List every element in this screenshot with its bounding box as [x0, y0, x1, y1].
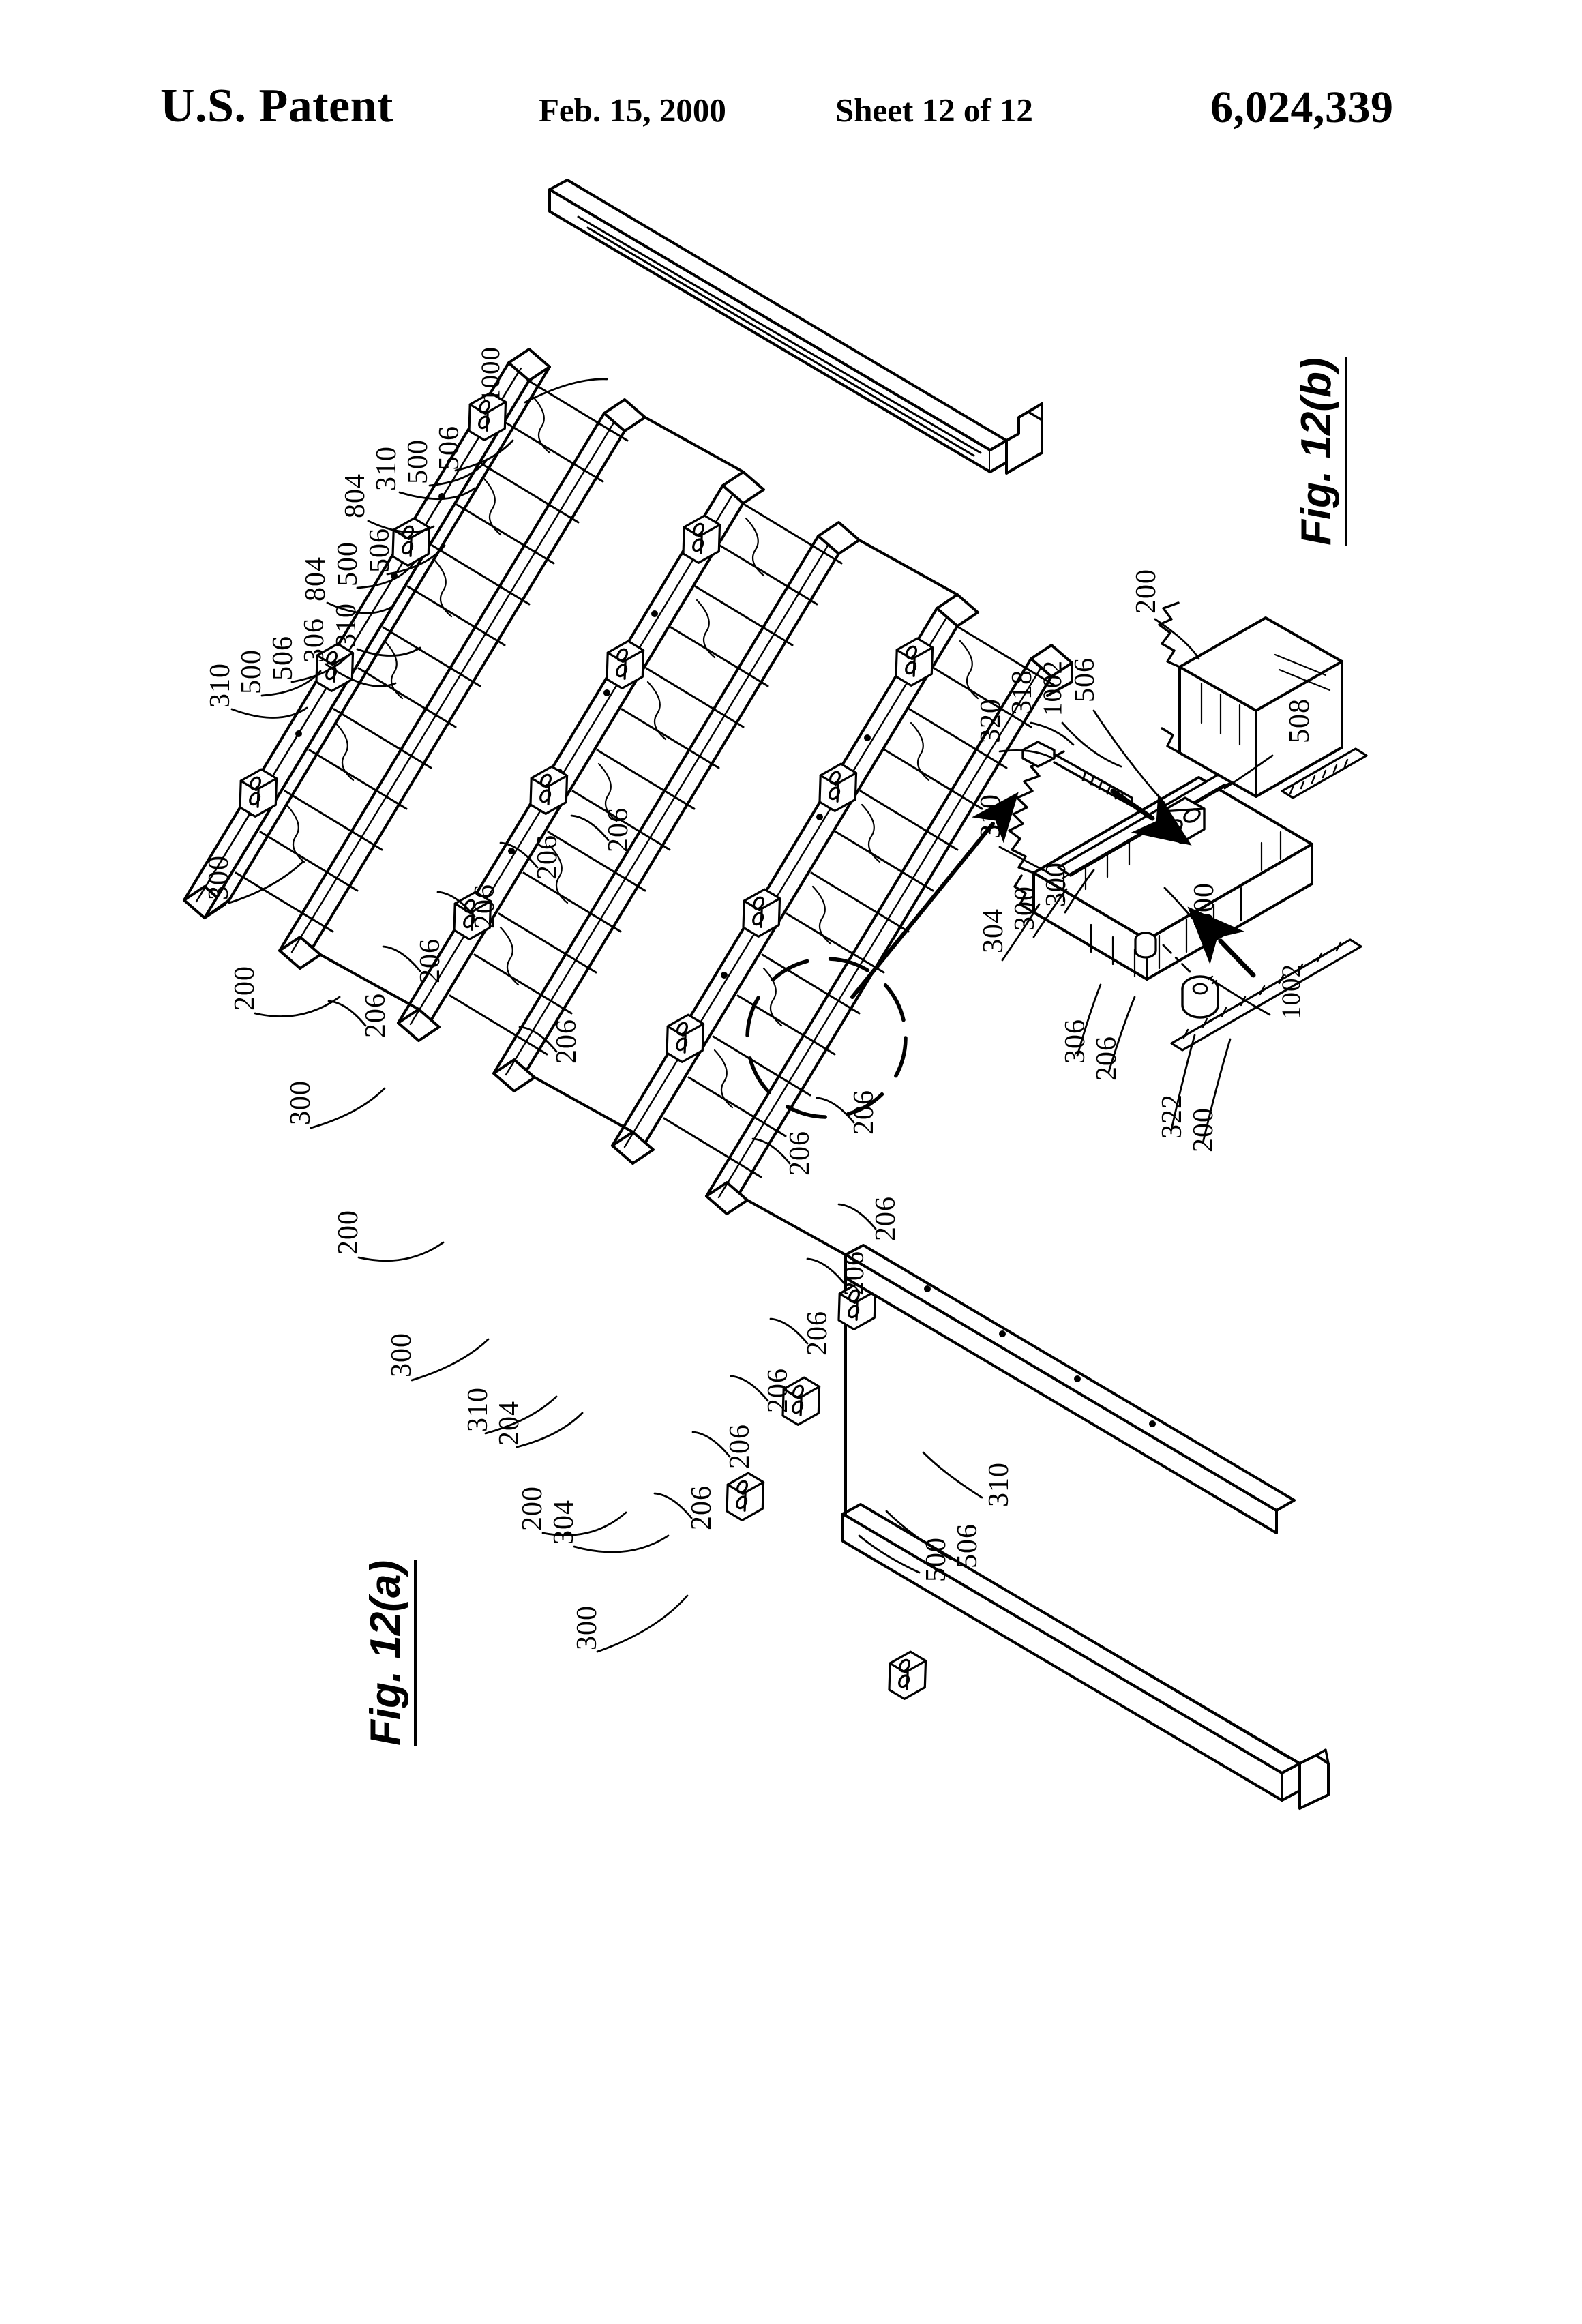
ref-numeral-fig-a-1000-0: 1000: [476, 346, 505, 402]
patent-office-title: U.S. Patent: [160, 80, 393, 132]
ref-numeral-fig-a-206-29: 206: [415, 938, 446, 983]
ref-numeral-fig-a-804-4: 804: [340, 473, 371, 518]
ref-numeral-fig-b-506-5: 506: [1069, 657, 1101, 702]
ref-numeral-fig-a-200-16: 200: [333, 1210, 364, 1255]
peg-icon: [1134, 932, 1157, 959]
ref-numeral-fig-a-206-39: 206: [686, 1485, 717, 1530]
ref-numeral-fig-a-310-3: 310: [371, 446, 402, 491]
ref-numeral-fig-b-300-8: 300: [1009, 886, 1041, 931]
ref-numeral-fig-a-206-37: 206: [762, 1368, 794, 1413]
ref-numeral-fig-a-310-12: 310: [205, 663, 236, 708]
ref-numeral-fig-a-206-31: 206: [551, 1019, 582, 1064]
ref-numeral-fig-a-300-15: 300: [285, 1080, 316, 1125]
ref-numeral-fig-a-506-5: 506: [364, 528, 395, 573]
ref-numeral-fig-a-204-19: 204: [494, 1401, 525, 1446]
ref-numeral-fig-a-206-30: 206: [360, 993, 391, 1038]
ref-numeral-fig-a-300-13: 300: [203, 855, 235, 900]
leader-lines-fig-a: [228, 378, 983, 1653]
patent-drawing-canvas: [0, 177, 1582, 2324]
ref-numeral-fig-a-300-17: 300: [386, 1332, 417, 1377]
figure-caption-12a-text: Fig. 12(a): [362, 1560, 409, 1746]
ref-numeral-fig-a-310-8: 310: [331, 603, 362, 648]
ref-numeral-fig-a-500-6: 500: [332, 541, 363, 586]
ref-numeral-fig-a-206-26: 206: [603, 807, 634, 852]
patent-number: 6,024,339: [1210, 83, 1394, 132]
ref-numeral-fig-a-310-25: 310: [983, 1462, 1015, 1507]
patent-drawing-svg: [183, 179, 1368, 1810]
ref-numeral-fig-b-508-1: 508: [1284, 698, 1315, 743]
ref-numeral-fig-a-206-32: 206: [848, 1090, 880, 1135]
ref-numeral-fig-a-206-33: 206: [784, 1131, 816, 1176]
slat-panel-3: [611, 593, 1073, 1215]
ref-numeral-fig-b-300-9: 300: [1041, 862, 1072, 907]
ref-numeral-fig-a-206-34: 206: [870, 1196, 901, 1241]
bolt-icon: [1021, 741, 1133, 807]
ref-numeral-fig-b-310-6: 310: [975, 794, 1006, 839]
ref-numeral-fig-a-310-18: 310: [462, 1387, 494, 1432]
ref-numeral-fig-a-500-2: 500: [402, 439, 434, 484]
detail-callout: [745, 792, 1019, 1119]
ref-numeral-fig-a-506-1: 506: [434, 426, 465, 471]
figure-caption-12a: Fig. 12(a): [361, 1560, 417, 1746]
patent-issue-date: Feb. 15, 2000: [539, 91, 726, 129]
ref-numeral-fig-a-200-14: 200: [229, 966, 260, 1011]
ref-numeral-fig-a-300-22: 300: [571, 1605, 603, 1650]
ref-numeral-fig-b-200-0: 200: [1131, 569, 1162, 614]
ref-numeral-fig-a-306-9: 306: [299, 618, 330, 663]
ref-numeral-fig-b-1002-4: 1002: [1038, 660, 1067, 716]
ref-numeral-fig-a-500-11: 500: [236, 649, 267, 694]
ref-numeral-fig-a-206-36: 206: [802, 1311, 833, 1356]
slat-panel-2: [397, 471, 861, 1092]
barrel-nut-icon: [1181, 975, 1219, 1019]
ref-numeral-fig-b-500-10: 500: [1189, 882, 1220, 927]
figure-caption-12b-rule: [1345, 357, 1347, 546]
ref-numeral-fig-a-500-23: 500: [921, 1537, 952, 1582]
fig-b-detail: [1008, 601, 1368, 1052]
ref-numeral-fig-a-206-35: 206: [839, 1251, 870, 1296]
figure-caption-12b-text: Fig. 12(b): [1293, 357, 1340, 546]
ref-numeral-fig-a-200-20: 200: [517, 1486, 548, 1531]
leader-lines-fig-b: [998, 618, 1274, 1144]
ref-numeral-fig-a-804-7: 804: [300, 556, 331, 601]
patent-header: U.S. Patent Feb. 15, 2000 Sheet 12 of 12…: [0, 0, 1582, 177]
ref-numeral-fig-b-304-7: 304: [978, 908, 1009, 953]
ref-numeral-fig-b-1002-15: 1002: [1277, 964, 1306, 1019]
ref-numeral-fig-a-206-28: 206: [469, 884, 501, 929]
ref-numeral-fig-b-318-3: 318: [1006, 670, 1038, 715]
ref-numeral-fig-b-322-13: 322: [1156, 1094, 1188, 1139]
ref-numeral-fig-a-304-21: 304: [548, 1500, 580, 1545]
lower-right-rail: [844, 1244, 1296, 1534]
patent-sheet-number: Sheet 12 of 12: [835, 91, 1033, 129]
figure-caption-12a-rule: [414, 1560, 417, 1746]
fig-a-outer-frame: [548, 179, 1330, 1810]
ref-numeral-fig-b-206-12: 206: [1091, 1036, 1122, 1081]
ref-numeral-fig-b-320-2: 320: [975, 698, 1006, 743]
figure-caption-12b: Fig. 12(b): [1292, 357, 1347, 546]
ref-numeral-fig-b-306-11: 306: [1060, 1019, 1091, 1064]
ref-numeral-fig-a-206-38: 206: [724, 1424, 756, 1469]
ref-numeral-fig-b-200-14: 200: [1188, 1107, 1219, 1152]
ref-numeral-fig-a-506-24: 506: [952, 1523, 983, 1568]
ref-numeral-fig-a-506-10: 506: [267, 636, 299, 681]
ref-numeral-fig-a-206-27: 206: [532, 835, 563, 880]
